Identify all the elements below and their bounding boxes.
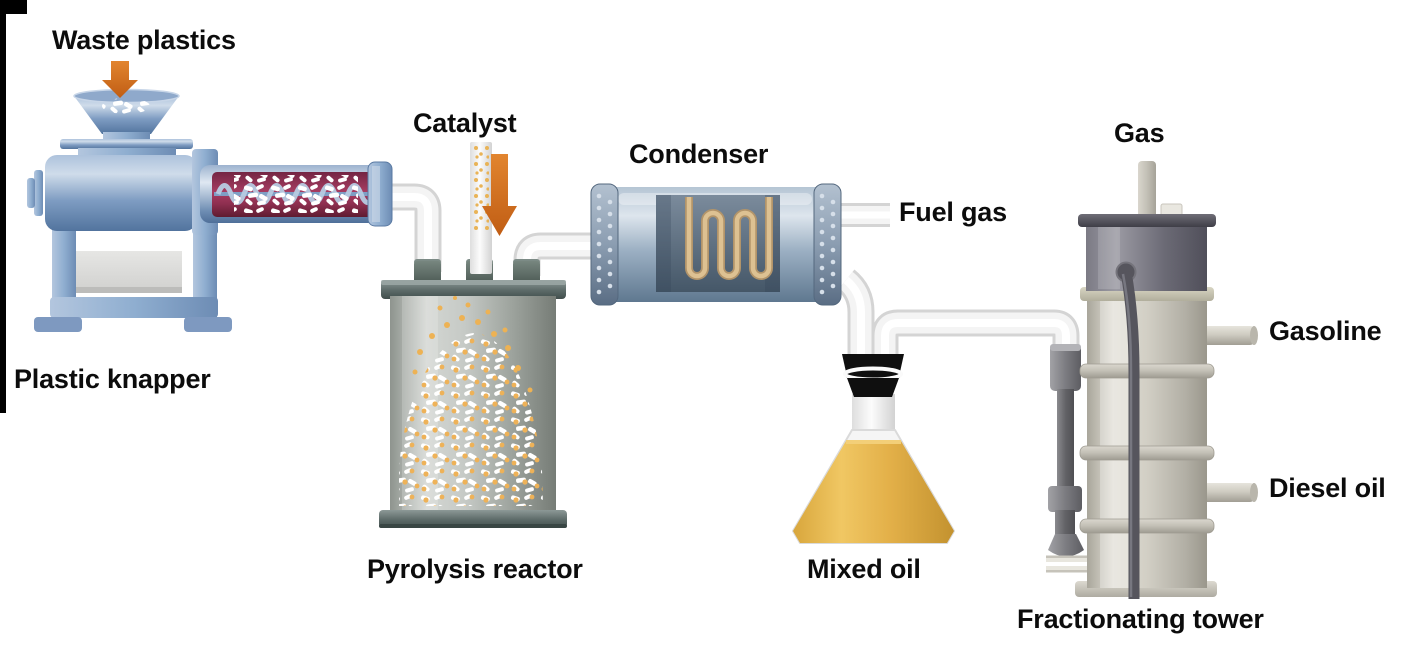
label-catalyst: Catalyst (413, 108, 517, 138)
knapper-frame (34, 228, 232, 332)
label-pyrolysis-reactor: Pyrolysis reactor (367, 554, 583, 584)
knapper-hopper (60, 88, 193, 157)
waste-plastics-down-arrow-icon (102, 61, 138, 98)
knapper-shredder-barrel (200, 161, 393, 227)
condenser-coil (685, 197, 773, 280)
diesel-outlet-pipe (1197, 483, 1254, 502)
label-plastic-knapper: Plastic knapper (14, 364, 211, 394)
pipe-flask-to-tower (871, 309, 1080, 364)
condenser-flanges (590, 183, 842, 306)
flask-neck (852, 394, 895, 434)
label-diesel-oil: Diesel oil (1269, 473, 1386, 503)
pipe-condenser-to-flask (837, 269, 875, 364)
knapper-body (27, 149, 218, 235)
condenser-unit (590, 183, 842, 306)
catalyst-down-arrow-icon (482, 154, 517, 236)
tower-cap (1086, 225, 1207, 291)
gasoline-outlet-pipe (1197, 326, 1254, 345)
screenshot-border-remnant (0, 0, 27, 413)
label-mixed-oil: Mixed oil (807, 554, 921, 584)
plastic-knapper-machine (27, 88, 393, 332)
tower-reflux-hose (1115, 261, 1140, 599)
label-fuel-gas: Fuel gas (899, 197, 1007, 227)
knapper-base-box (76, 251, 182, 293)
label-waste-plastics: Waste plastics (52, 25, 236, 55)
tower-column (1087, 298, 1207, 588)
pyrolysis-reactor (379, 142, 567, 528)
reactor-bottom-flange (379, 510, 567, 528)
catalyst-particles (412, 296, 533, 393)
label-condenser: Condenser (629, 139, 769, 169)
label-gasoline: Gasoline (1269, 316, 1382, 346)
process-pipes (388, 183, 1080, 364)
flask-stopper (842, 354, 904, 397)
mixed-oil-flask (792, 354, 955, 544)
reactor-plastic-fill (399, 333, 543, 506)
tower-gas-pipe (1138, 161, 1156, 219)
pipe-knapper-to-reactor (388, 183, 442, 272)
tower-cap-lip (1078, 214, 1216, 227)
flask-oil (793, 441, 954, 543)
label-fractionating-tower: Fractionating tower (1017, 604, 1264, 634)
label-gas: Gas (1114, 118, 1165, 148)
fractionating-tower (1075, 161, 1258, 599)
tower-rings (1079, 363, 1215, 534)
